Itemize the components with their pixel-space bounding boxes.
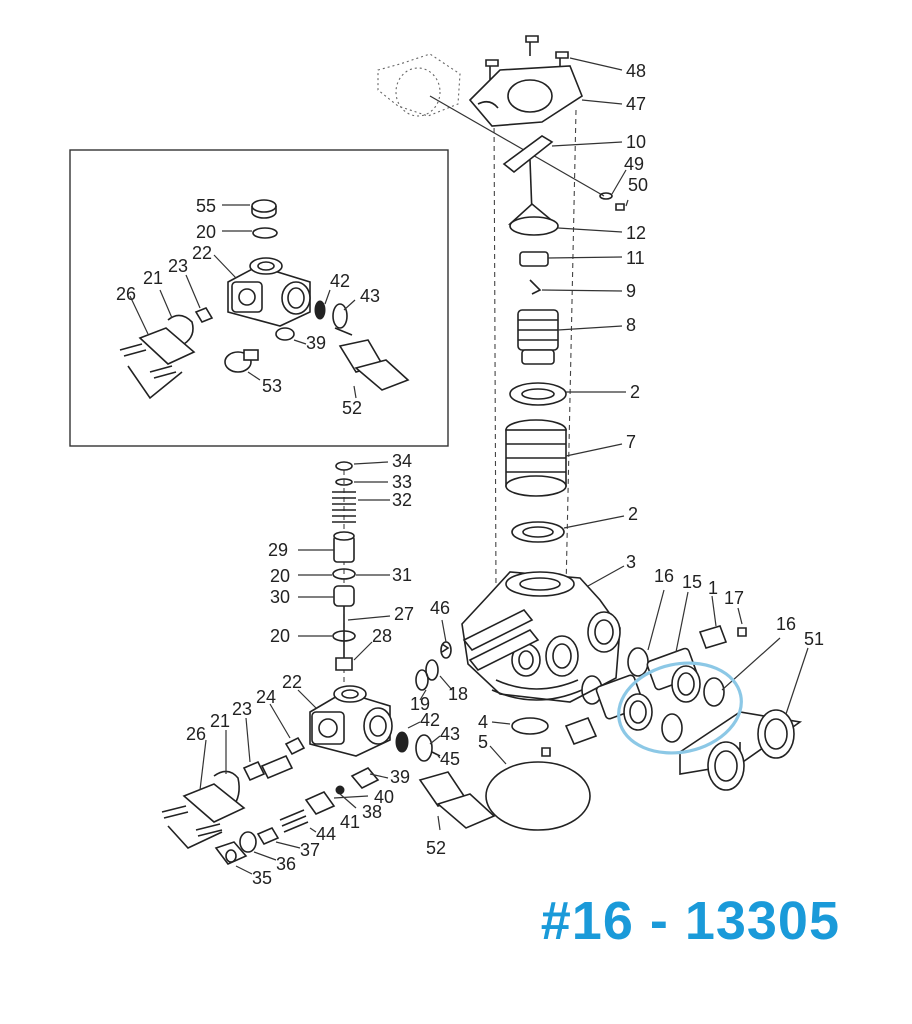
part-number-caption: #16 - 13305 — [540, 891, 840, 951]
inset-label-23: 23 — [168, 256, 188, 276]
label-37: 37 — [300, 840, 320, 860]
label-22: 22 — [282, 672, 302, 692]
o-ring-4 — [511, 717, 549, 735]
label-41: 41 — [340, 812, 360, 832]
label-2-lower: 2 — [628, 504, 638, 524]
label-46: 46 — [430, 598, 450, 618]
label-31: 31 — [392, 565, 412, 585]
label-51: 51 — [804, 629, 824, 649]
label-36: 36 — [276, 854, 296, 874]
label-30: 30 — [270, 587, 290, 607]
label-47: 47 — [626, 94, 646, 114]
label-33: 33 — [392, 472, 412, 492]
label-4: 4 — [478, 712, 488, 732]
label-50: 50 — [628, 175, 648, 195]
label-12: 12 — [626, 223, 646, 243]
label-42: 42 — [420, 710, 440, 730]
inset-frame — [69, 149, 449, 447]
inset-label-53: 53 — [262, 376, 282, 396]
label-20-lower: 20 — [270, 626, 290, 646]
right-adapters — [541, 589, 809, 791]
label-3: 3 — [626, 552, 636, 572]
label-5: 5 — [478, 732, 488, 752]
label-2-upper: 2 — [630, 382, 640, 402]
label-48: 48 — [626, 61, 646, 81]
label-8: 8 — [626, 315, 636, 335]
label-19: 19 — [410, 694, 430, 714]
label-7: 7 — [626, 432, 636, 452]
label-17: 17 — [724, 588, 744, 608]
label-44: 44 — [316, 824, 336, 844]
label-34: 34 — [392, 451, 412, 471]
label-49: 49 — [624, 154, 644, 174]
inset-label-55: 55 — [196, 196, 216, 216]
tank-o-ring-5 — [485, 761, 591, 831]
label-16-lower: 16 — [776, 614, 796, 634]
inset-label-42: 42 — [330, 271, 350, 291]
valve-body — [461, 565, 625, 703]
label-32: 32 — [392, 490, 412, 510]
label-27: 27 — [394, 604, 414, 624]
label-38: 38 — [362, 802, 382, 822]
lower-bypass — [161, 685, 496, 875]
label-23: 23 — [232, 699, 252, 719]
inset-label-43: 43 — [360, 286, 380, 306]
label-10: 10 — [626, 132, 646, 152]
inset-label-52: 52 — [342, 398, 362, 418]
label-35: 35 — [252, 868, 272, 888]
inset-label-39: 39 — [306, 333, 326, 353]
label-26: 26 — [186, 724, 206, 744]
label-28: 28 — [372, 626, 392, 646]
label-9: 9 — [626, 281, 636, 301]
inset-label-21: 21 — [143, 268, 163, 288]
label-39: 39 — [390, 767, 410, 787]
inset-label-26: 26 — [116, 284, 136, 304]
part-16-highlight — [617, 661, 743, 755]
inset-assembly — [119, 199, 410, 400]
central-stack — [377, 35, 629, 591]
label-52: 52 — [426, 838, 446, 858]
inset-label-22: 22 — [192, 243, 212, 263]
label-40: 40 — [374, 787, 394, 807]
label-11: 11 — [626, 248, 645, 268]
label-21: 21 — [210, 711, 230, 731]
spacer-stack — [505, 419, 567, 497]
label-16-upper: 16 — [654, 566, 674, 586]
label-45: 45 — [440, 749, 460, 769]
label-1: 1 — [708, 578, 718, 598]
label-15: 15 — [682, 572, 702, 592]
label-29: 29 — [268, 540, 288, 560]
label-18: 18 — [448, 684, 468, 704]
label-24: 24 — [256, 687, 276, 707]
label-43: 43 — [440, 724, 460, 744]
label-20-upper: 20 — [270, 566, 290, 586]
inset-label-20: 20 — [196, 222, 216, 242]
left-stack — [298, 461, 391, 690]
